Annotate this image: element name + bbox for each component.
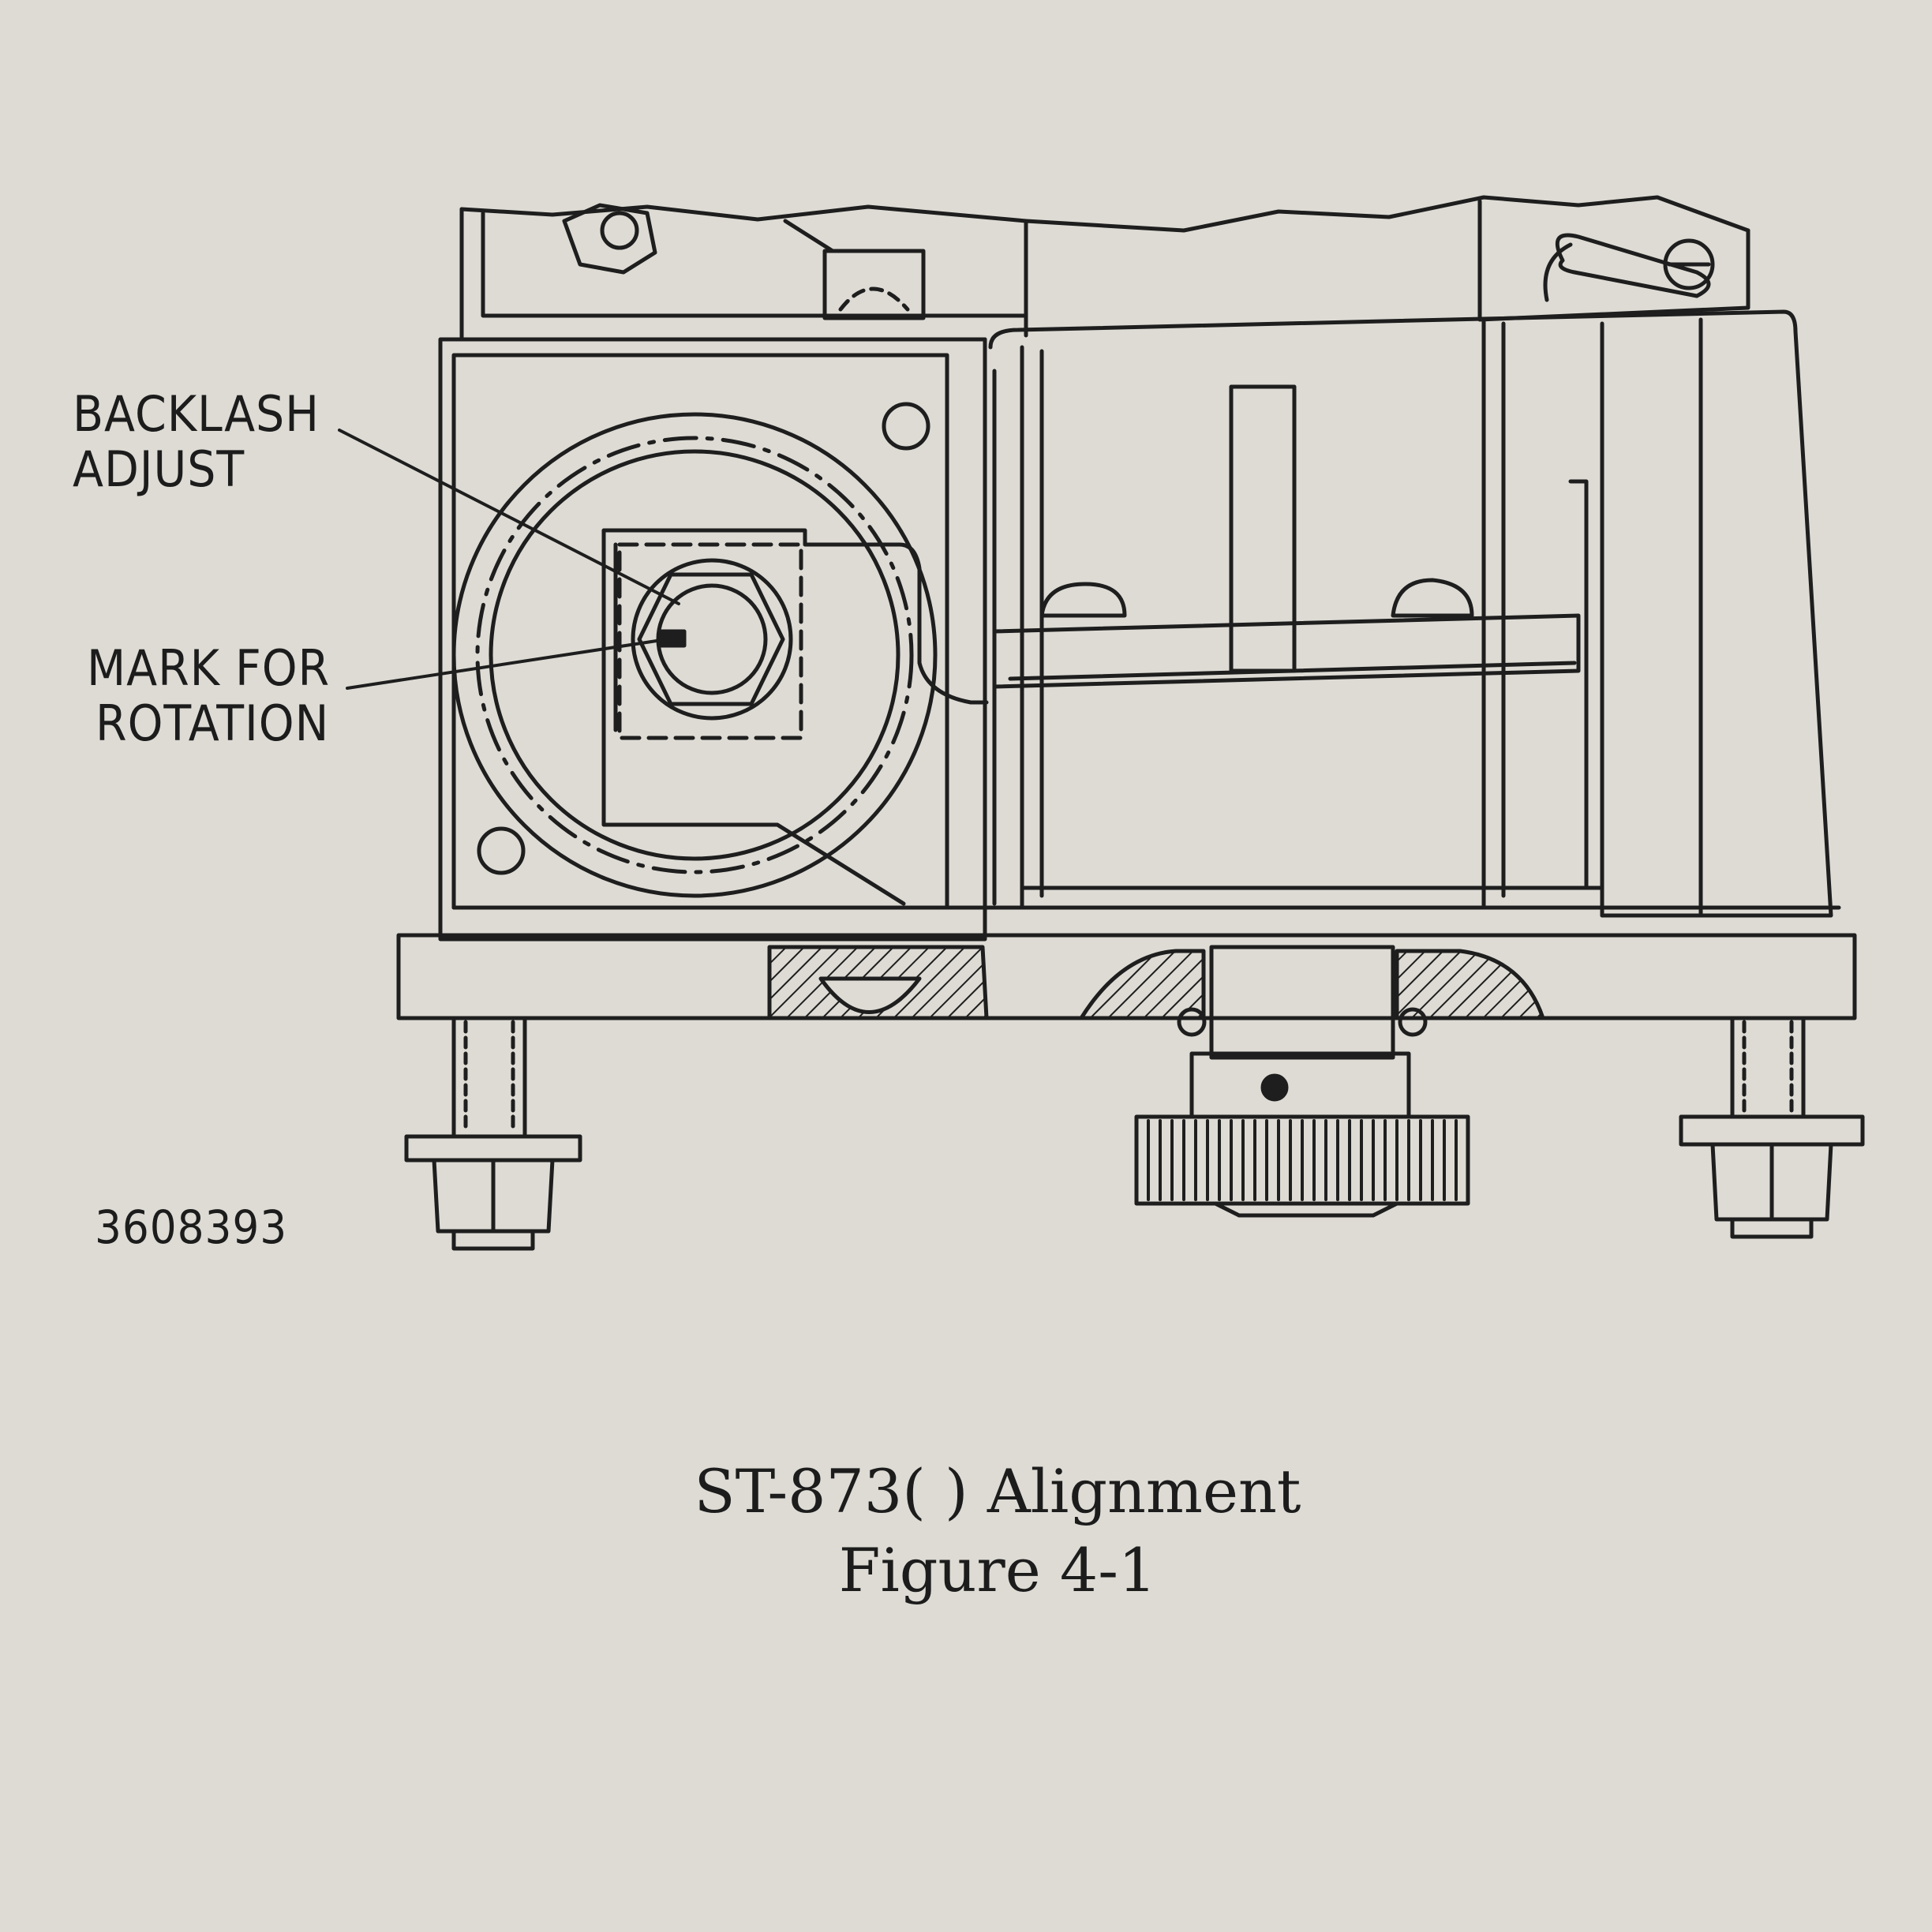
figure-number: Figure 4-1 bbox=[838, 1535, 1157, 1605]
adjust-screw-ring bbox=[631, 558, 793, 721]
backlash-label-line2: ADJUST bbox=[73, 440, 245, 498]
top-slant bbox=[783, 219, 835, 253]
capstan-knurled-knob bbox=[1134, 1114, 1470, 1206]
capstan-hub bbox=[1189, 1051, 1411, 1119]
backlash-label-line1: BACKLASH bbox=[73, 385, 320, 443]
center-wall bbox=[983, 337, 997, 906]
right-bearing-hatch bbox=[1079, 949, 1545, 1020]
capstan-base bbox=[1213, 1201, 1399, 1218]
left-bearing-cup bbox=[818, 976, 922, 1014]
rotation-mark bbox=[657, 629, 687, 648]
broken-top-edge bbox=[459, 195, 1750, 233]
rotation-leader bbox=[346, 638, 668, 690]
top-bracket bbox=[822, 249, 926, 320]
adjust-plate-dashed bbox=[617, 542, 803, 740]
hex-nut-top-hole bbox=[600, 211, 639, 250]
mark-for-rotation-label: MARK FOR ROTATION bbox=[87, 641, 330, 751]
right-step bbox=[1568, 479, 1589, 890]
drawing-number: 3608393 bbox=[95, 1200, 288, 1254]
upper-shelf bbox=[992, 613, 1581, 689]
large-gear-inner bbox=[489, 449, 900, 861]
right-inner-walls bbox=[1020, 317, 1703, 918]
right-mounting-stud bbox=[1679, 1016, 1865, 1239]
clip-screw bbox=[1663, 238, 1715, 290]
knurl-lines bbox=[1147, 1119, 1458, 1201]
hex-nut-top bbox=[562, 203, 657, 275]
bearing-ball-left bbox=[1177, 1007, 1207, 1037]
left-mounting-stud bbox=[404, 1016, 582, 1251]
bearing-ball-right bbox=[1398, 1007, 1428, 1037]
screw-head-1 bbox=[1039, 582, 1127, 618]
mount-hole-bottom-left bbox=[477, 826, 526, 875]
screw-head-2 bbox=[1391, 578, 1474, 618]
mark-label-line2: ROTATION bbox=[95, 695, 330, 752]
spring-clip bbox=[1543, 233, 1711, 302]
adjust-screw-hex bbox=[637, 572, 785, 706]
backlash-adjust-label: BACKLASH ADJUST bbox=[73, 387, 320, 497]
mark-label-line1: MARK FOR bbox=[87, 639, 331, 697]
large-gear-outer bbox=[451, 412, 938, 898]
figure-title: ST-873( ) Alignment bbox=[694, 1456, 1301, 1526]
backlash-leader bbox=[338, 429, 680, 605]
center-shaft-housing bbox=[1209, 945, 1395, 1060]
large-gear-pitch bbox=[475, 436, 914, 874]
adjust-block bbox=[601, 528, 989, 906]
right-body bbox=[988, 309, 1833, 918]
top-bracket-dashes bbox=[838, 286, 910, 312]
vertical-post bbox=[1229, 384, 1297, 673]
mount-hole-top-right bbox=[882, 402, 930, 451]
capstan-hub-hole bbox=[1260, 1073, 1289, 1102]
